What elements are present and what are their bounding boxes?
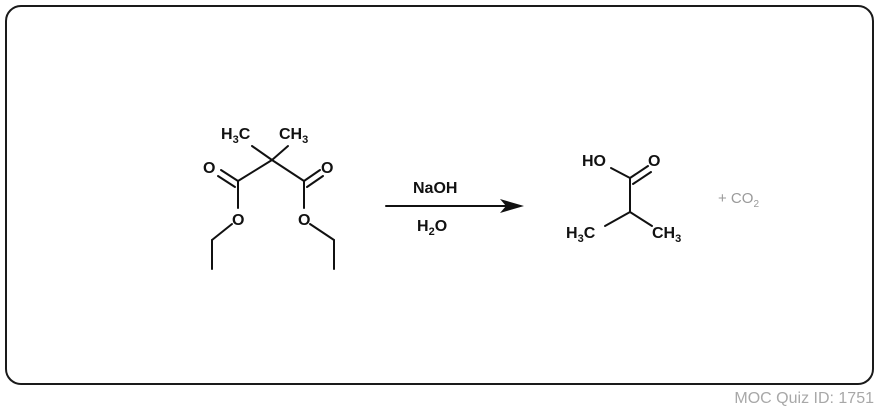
bond-double-right-a xyxy=(303,169,321,182)
bond-ch-methyl-left xyxy=(604,211,631,227)
bond-double-left-b xyxy=(217,175,236,188)
reaction-arrow-head xyxy=(500,199,524,213)
bond-c-methyl-left xyxy=(251,145,273,161)
bond-ch-methyl-right xyxy=(629,211,653,227)
bond-ester-o-ch2-left xyxy=(211,223,233,241)
product-carbonyl-o: O xyxy=(648,153,660,170)
reactant-methyl-right-label: CH3 xyxy=(279,126,308,146)
bond-c-o-double-a xyxy=(629,165,649,179)
product-methyl-right-label: CH3 xyxy=(652,225,681,245)
scheme-frame xyxy=(5,5,874,385)
reactant-carbonyl-o-right: O xyxy=(321,160,333,177)
bond-c-carbonyl-right xyxy=(271,159,305,182)
bond-double-right-b xyxy=(306,175,324,188)
reactant-carbonyl-o-left: O xyxy=(203,160,215,177)
product-hydroxyl-label: HO xyxy=(582,153,606,170)
bond-c-o-double-b xyxy=(632,171,652,185)
reactant-ester-o-left: O xyxy=(232,212,244,229)
quiz-id-footer: MOC Quiz ID: 1751 xyxy=(734,390,874,407)
bond-oh-c xyxy=(610,167,631,179)
reactant-methyl-left-label: H3C xyxy=(221,126,251,146)
bond-c-methyl-right xyxy=(271,145,289,161)
byproduct-co2: + CO2 xyxy=(718,190,759,210)
reactant-molecule: H3C CH3 O O O O xyxy=(203,126,335,270)
solvent-label: H2O xyxy=(417,218,447,238)
product-methyl-left-label: H3C xyxy=(566,225,596,245)
product-molecule: HO O H3C CH3 xyxy=(566,153,681,245)
bond-double-left-a xyxy=(220,169,239,182)
reaction-arrow-group: NaOH H2O xyxy=(385,180,524,238)
reactant-ester-o-right: O xyxy=(298,212,310,229)
bond-c-carbonyl-left xyxy=(237,159,273,182)
reagent-label: NaOH xyxy=(413,180,457,197)
bond-ester-o-ch2-right xyxy=(309,223,335,241)
